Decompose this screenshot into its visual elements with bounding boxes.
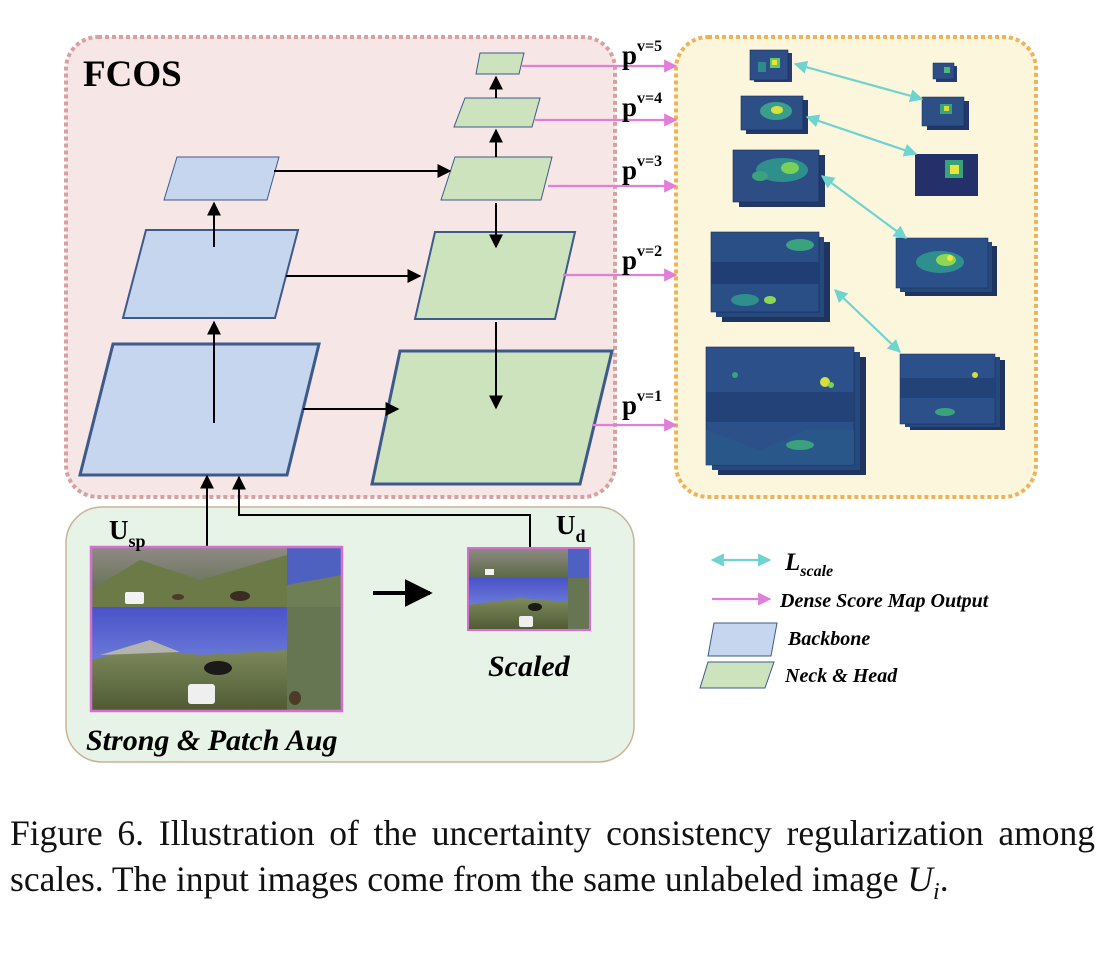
scaled-image (467, 547, 591, 631)
lscale-arrow-2 (834, 289, 901, 353)
arrow-ud-in (232, 475, 531, 548)
fcos-arrows (200, 75, 531, 548)
caption-text: Figure 6. Illustration of the uncertaint… (10, 813, 1095, 899)
level-label-5: pv=5 (622, 38, 662, 70)
lscale-arrow-4 (805, 114, 918, 157)
backbone-level-1 (78, 342, 321, 477)
legend-backbone-swatch (707, 622, 778, 657)
neck-head-levels (370, 52, 614, 486)
score-map-strong-1 (705, 346, 866, 475)
neck-level-3 (440, 156, 553, 201)
neck-level-5 (475, 52, 525, 75)
legend: Lscale Dense Score Map Output Backbone N… (699, 549, 990, 689)
scaled-label: Scaled (488, 650, 571, 683)
neck-level-4 (453, 97, 541, 128)
usp-label: Usp (109, 515, 146, 551)
scale-consistency-arrows (793, 60, 924, 353)
caption-math: Ui (907, 859, 940, 906)
score-map-strong-4 (740, 95, 808, 134)
fcos-title: FCOS (83, 54, 182, 95)
score-map-strong-3 (732, 149, 825, 207)
neck-level-2 (413, 231, 577, 320)
score-map-strong-5 (749, 49, 792, 82)
level-label-4: pv=4 (622, 90, 662, 122)
level-labels: pv=5 pv=4 pv=3 pv=2 pv=1 (622, 38, 662, 420)
score-maps-strong (705, 49, 866, 475)
strong-aug-label: Strong & Patch Aug (86, 724, 337, 757)
backbone-levels (78, 156, 321, 477)
lscale-arrow-3 (820, 175, 908, 239)
lscale-arrow-5 (793, 60, 924, 103)
legend-neck-label: Neck & Head (784, 665, 898, 687)
backbone-level-2 (121, 229, 300, 319)
neck-level-1 (370, 349, 614, 486)
legend-lscale-label: Lscale (784, 549, 833, 580)
caption-end: . (939, 859, 949, 899)
figure-caption: Figure 6. Illustration of the uncertaint… (10, 810, 1095, 915)
score-map-scaled-2 (895, 237, 997, 296)
score-map-scaled-5 (932, 62, 957, 82)
score-maps-scaled (895, 62, 1005, 430)
score-map-scaled-3 (915, 154, 978, 196)
legend-dense-label: Dense Score Map Output (779, 590, 990, 612)
score-map-strong-2 (710, 231, 830, 322)
dense-output-arrows (522, 59, 678, 432)
strong-aug-image (89, 545, 344, 713)
level-label-2: pv=2 (622, 243, 662, 275)
level-label-3: pv=3 (622, 153, 662, 185)
score-map-scaled-4 (921, 96, 969, 130)
legend-neck-swatch (699, 661, 775, 689)
level-label-1: pv=1 (622, 388, 662, 420)
backbone-level-3 (163, 156, 280, 201)
figure-diagram: FCOS (64, 35, 1038, 763)
ud-label: Ud (556, 510, 586, 546)
legend-backbone-label: Backbone (787, 628, 870, 650)
score-map-scaled-1 (899, 353, 1005, 430)
